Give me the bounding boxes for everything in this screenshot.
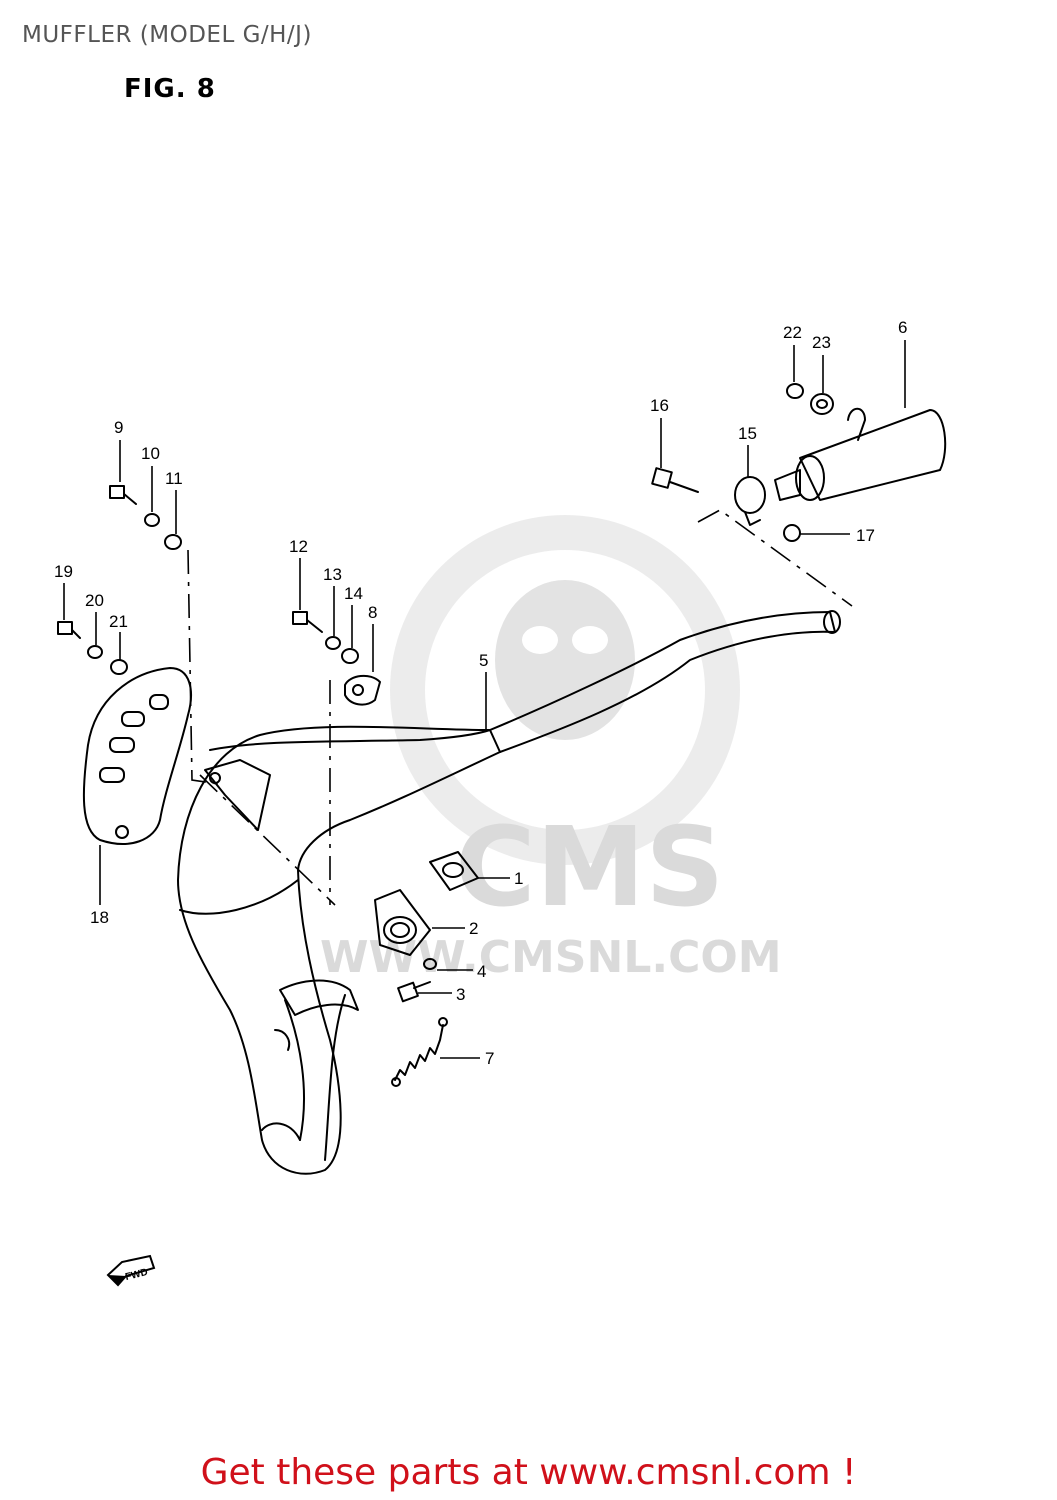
washer-part-4 xyxy=(423,958,437,970)
bolt-part-12 xyxy=(292,611,323,633)
washer-part-21 xyxy=(110,659,128,675)
callout-12: 12 xyxy=(289,537,308,556)
spring-part-7 xyxy=(391,1017,448,1087)
bolt-part-16 xyxy=(651,467,699,493)
watermark-brand: CMS xyxy=(455,803,724,931)
heat-shield-part-18 xyxy=(82,667,192,845)
silencer-part-6 xyxy=(774,407,947,501)
washer-part-13 xyxy=(325,636,341,650)
forward-arrow-icon: FWD xyxy=(106,1254,156,1287)
callout-23: 23 xyxy=(812,333,831,352)
callout-7: 7 xyxy=(485,1049,494,1068)
callout-19: 19 xyxy=(54,562,73,581)
grommet-part-23 xyxy=(810,393,834,415)
washer-part-10 xyxy=(144,513,160,527)
buy-parts-link[interactable]: Get these parts at www.cmsnl.com ! xyxy=(200,1452,857,1493)
callout-15: 15 xyxy=(738,424,757,443)
watermark-logo: CMS WWW.CMSNL.COM xyxy=(320,515,782,983)
callout-1: 1 xyxy=(514,869,523,888)
expansion-chamber-part-5 xyxy=(177,610,841,1175)
callout-13: 13 xyxy=(323,565,342,584)
nut-part-17 xyxy=(783,524,801,542)
callout-21: 21 xyxy=(109,612,128,631)
callout-17: 17 xyxy=(856,526,875,545)
callout-20: 20 xyxy=(85,591,104,610)
bolt-part-3 xyxy=(397,981,431,1003)
mount-tab xyxy=(204,759,271,831)
figure-label: FIG. 8 xyxy=(124,74,216,104)
clamp-part-15 xyxy=(734,476,766,526)
callout-18: 18 xyxy=(90,908,109,927)
bracket-part-8 xyxy=(344,674,381,706)
washer-part-14 xyxy=(341,648,359,664)
washer-part-11 xyxy=(164,534,182,550)
collar-part-22 xyxy=(786,383,804,399)
callout-3: 3 xyxy=(456,985,465,1004)
bolt-part-19 xyxy=(57,621,81,639)
bolt-part-9 xyxy=(109,485,137,505)
flange-part-2 xyxy=(374,889,431,956)
callout-2: 2 xyxy=(469,919,478,938)
callout-11: 11 xyxy=(165,469,183,488)
callout-10: 10 xyxy=(141,444,160,463)
callout-6: 6 xyxy=(898,318,907,337)
callout-9: 9 xyxy=(114,418,123,437)
callout-22: 22 xyxy=(783,323,802,342)
callout-16: 16 xyxy=(650,396,669,415)
forward-arrow-label: FWD xyxy=(124,1267,149,1283)
callout-4: 4 xyxy=(477,962,486,981)
callout-numbers: 1 2 3 4 5 6 7 8 9 10 11 12 13 14 15 16 1… xyxy=(54,318,907,1068)
leader-lines xyxy=(63,340,906,1059)
callout-5: 5 xyxy=(479,651,488,670)
page-title: MUFFLER (MODEL G/H/J) xyxy=(22,22,312,48)
callout-14: 14 xyxy=(344,584,363,603)
callout-8: 8 xyxy=(368,603,377,622)
watermark-url: WWW.CMSNL.COM xyxy=(320,932,782,983)
washer-part-20 xyxy=(87,645,103,659)
